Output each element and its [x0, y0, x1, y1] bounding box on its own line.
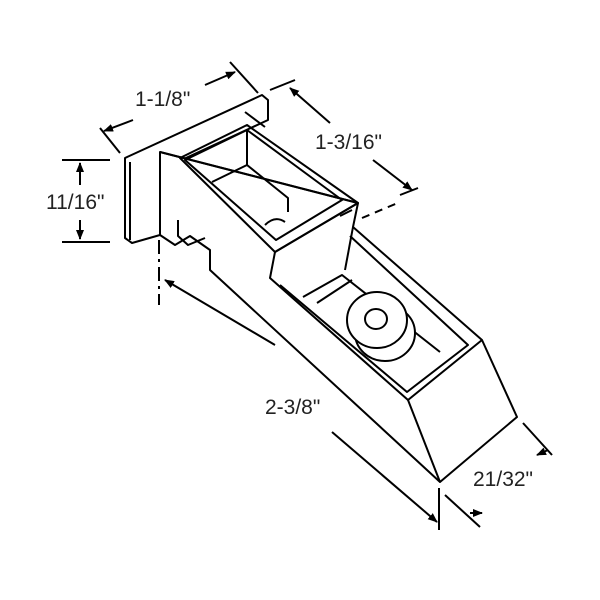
dimension-height-plate: 11/16" — [46, 191, 105, 214]
top-pocket — [179, 124, 359, 253]
side-notch — [177, 220, 206, 246]
dimension-width-front: 21/32" — [473, 468, 534, 491]
roller — [346, 291, 416, 362]
dimension-length: 2-3/8" — [265, 396, 321, 419]
dimension-width-top: 1-1/8" — [135, 88, 191, 111]
dimension-lines — [62, 61, 553, 530]
dimension-depth-top: 1-3/16" — [315, 131, 382, 154]
main-body — [159, 151, 518, 483]
